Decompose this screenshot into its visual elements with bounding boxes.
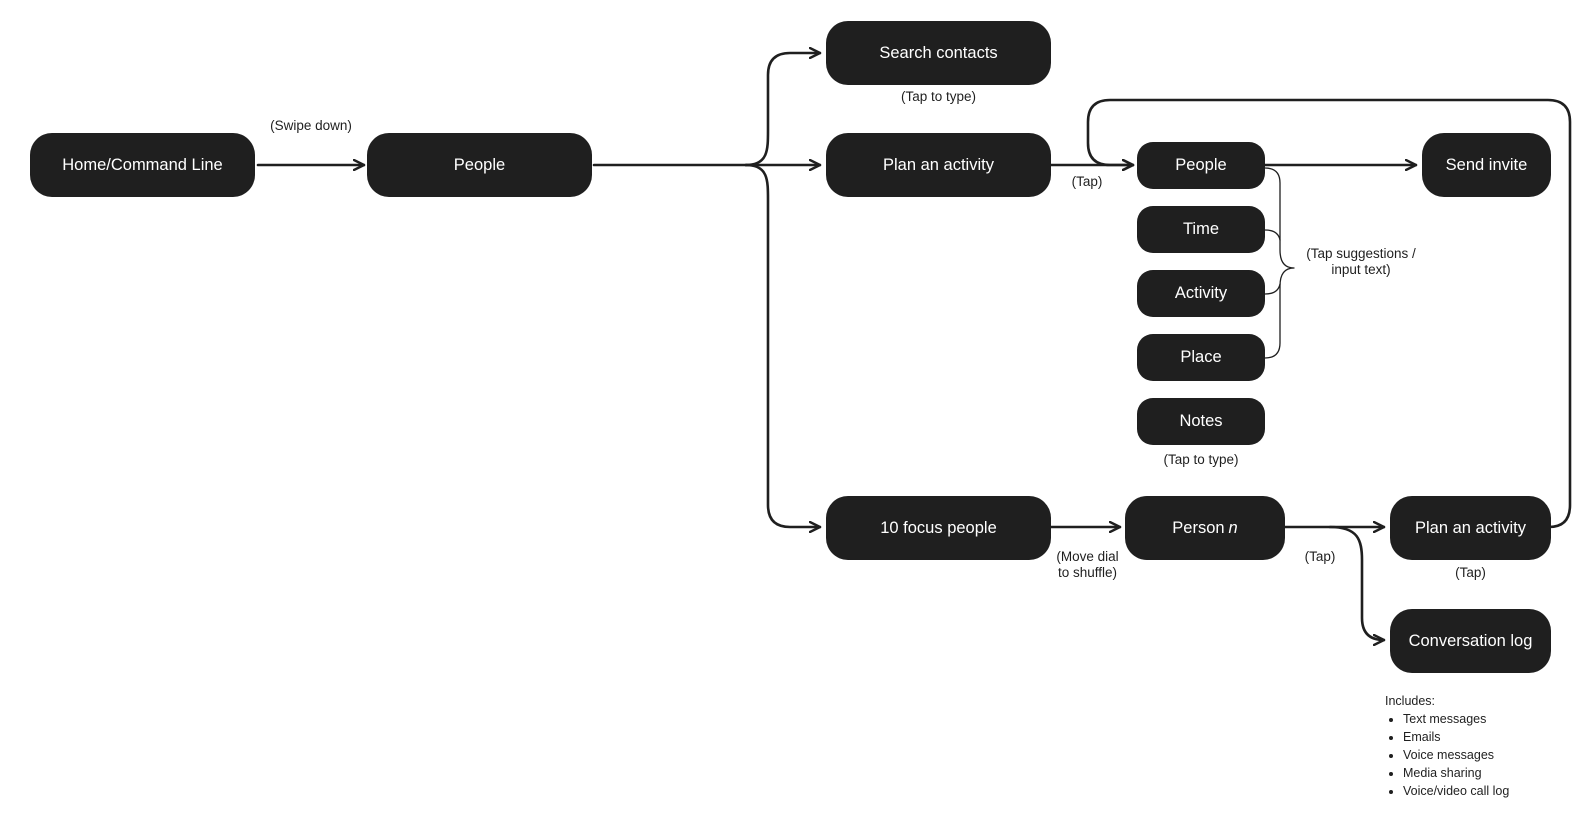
- node-conversation-log: Conversation log: [1390, 609, 1551, 673]
- label-move-dial-line1: (Move dial: [1056, 549, 1119, 564]
- includes-item: Emails: [1403, 728, 1509, 746]
- node-plan-notes: Notes: [1137, 398, 1265, 445]
- brace-tick-activity: [1264, 283, 1281, 295]
- label-tap-person: (Tap): [1304, 549, 1336, 564]
- node-10-focus-people: 10 focus people: [826, 496, 1051, 560]
- node-plan-place: Place: [1137, 334, 1265, 381]
- node-plan-people: People: [1137, 142, 1265, 189]
- includes-items: Text messages Emails Voice messages Medi…: [1385, 710, 1509, 800]
- node-person-plan-activity: Plan an activity: [1390, 496, 1551, 560]
- node-search-contacts: Search contacts: [826, 21, 1051, 85]
- node-send-invite: Send invite: [1422, 133, 1551, 197]
- node-people: People: [367, 133, 592, 197]
- label-tap-plan: (Tap): [1071, 174, 1103, 189]
- label-move-dial-line2: to shuffle): [1057, 565, 1118, 580]
- label-move-dial: (Move dial to shuffle): [1050, 549, 1125, 581]
- label-tap-suggestions: (Tap suggestions / input text): [1296, 246, 1426, 278]
- label-swipe-down: (Swipe down): [270, 118, 352, 133]
- label-tap-suggestions-line2: input text): [1331, 262, 1391, 277]
- brace-tick-time: [1264, 229, 1281, 241]
- includes-list: Includes: Text messages Emails Voice mes…: [1385, 692, 1509, 800]
- includes-item: Voice/video call log: [1403, 782, 1509, 800]
- label-tap-plan-activity: (Tap): [1455, 565, 1486, 580]
- includes-item: Text messages: [1403, 710, 1509, 728]
- edge-to-focus-people: [744, 163, 822, 527]
- label-tap-to-type-search: (Tap to type): [900, 89, 977, 104]
- label-tap-to-type-notes: (Tap to type): [1163, 452, 1239, 467]
- edge-loop-back-to-people: [1086, 98, 1572, 529]
- edge-person-to-conversation-log: [1328, 525, 1386, 640]
- includes-item: Media sharing: [1403, 764, 1509, 782]
- edge-to-search-contacts: [744, 53, 822, 167]
- node-plan-an-activity: Plan an activity: [826, 133, 1051, 197]
- node-plan-time: Time: [1137, 206, 1265, 253]
- label-tap-suggestions-line1: (Tap suggestions /: [1306, 246, 1416, 261]
- person-label: Person: [1172, 518, 1225, 537]
- node-plan-activity-field: Activity: [1137, 270, 1265, 317]
- person-variable: n: [1228, 518, 1238, 537]
- node-home-command-line: Home/Command Line: [30, 133, 255, 197]
- includes-item: Voice messages: [1403, 746, 1509, 764]
- brace-plan-fields: [1264, 167, 1295, 359]
- includes-heading: Includes:: [1385, 694, 1436, 708]
